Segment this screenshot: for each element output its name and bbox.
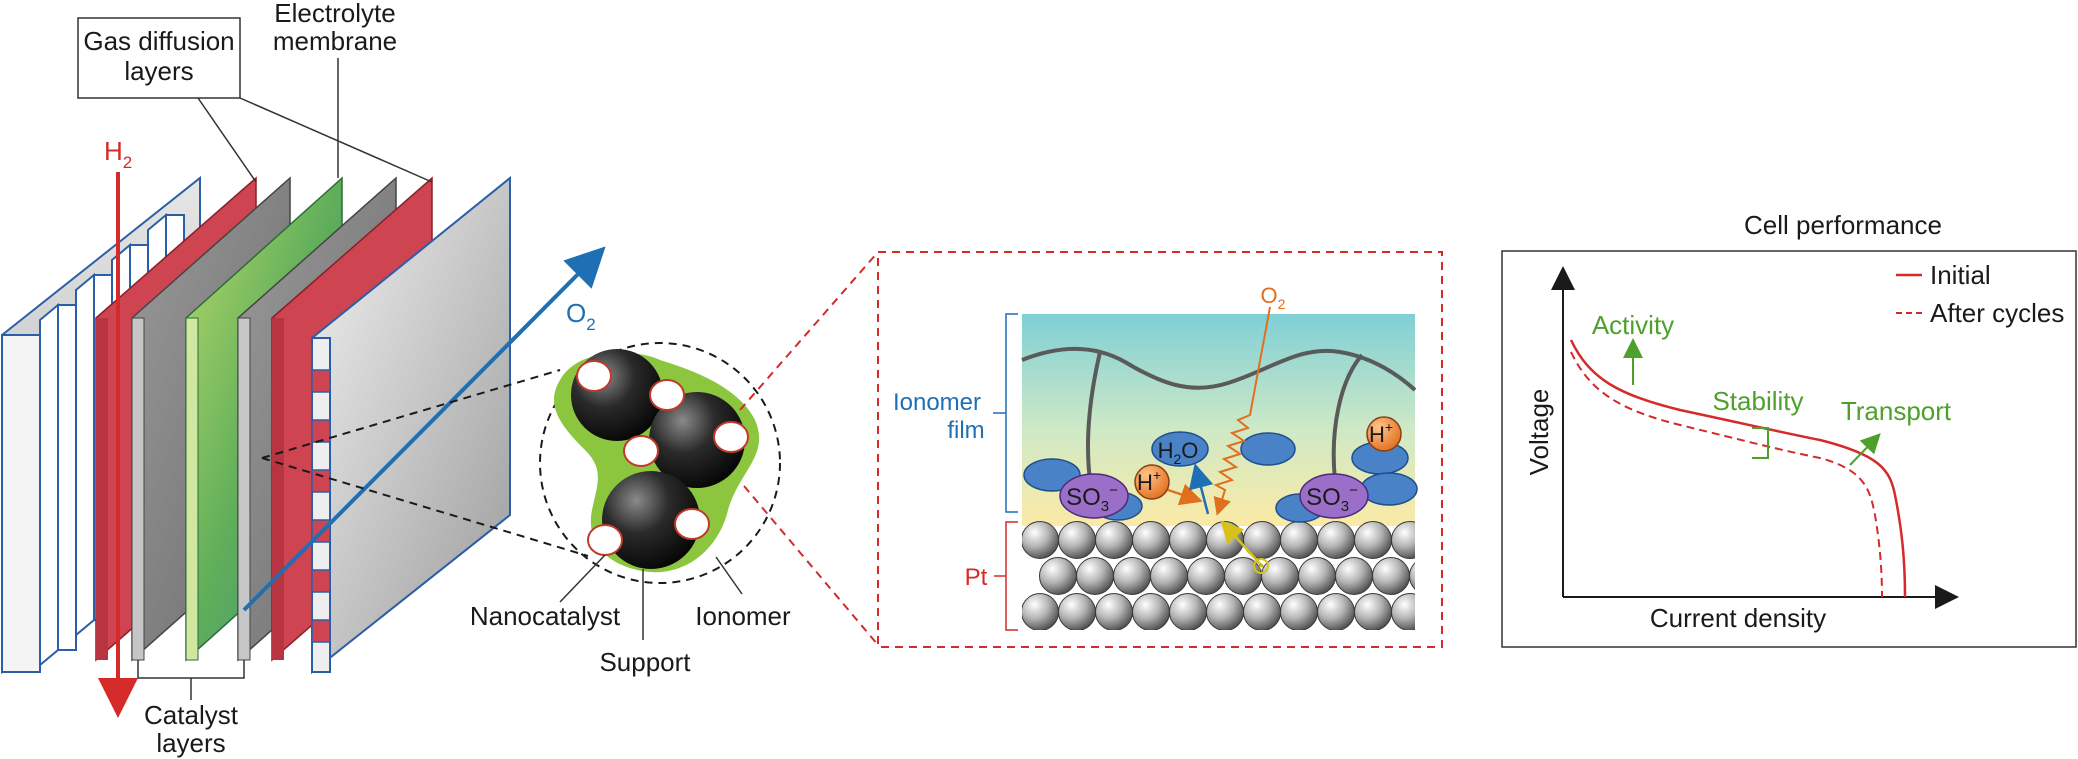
o2-flow-arrow xyxy=(242,246,606,612)
water-molecule xyxy=(1151,431,1209,467)
nanocatalyst-particle xyxy=(623,435,659,467)
pt-atom xyxy=(1224,557,1262,595)
catalyst-label-line2: layers xyxy=(156,728,225,758)
h2o-label: H2O xyxy=(1158,438,1199,467)
pt-atom xyxy=(1409,562,1415,590)
pt-atom xyxy=(1391,521,1415,559)
nanocatalyst-particle xyxy=(713,421,749,453)
legend-initial: Initial xyxy=(1930,260,1991,290)
y-axis-label: Voltage xyxy=(1524,389,1554,476)
gdl-label-line2: layers xyxy=(124,56,193,86)
gdl-label-line1: Gas diffusion xyxy=(83,26,234,56)
interface-zoom-box xyxy=(877,251,1443,648)
pt-atom xyxy=(1280,521,1318,559)
pt-atom xyxy=(1169,521,1207,559)
cell-performance-panel: Cell performance Voltage Current density… xyxy=(1501,210,2077,648)
pt-atom xyxy=(1298,557,1336,595)
catalyst-particle: Nanocatalyst Support Ionomer xyxy=(470,251,879,677)
catalyst-layers-bracket xyxy=(137,660,245,679)
pt-atom xyxy=(1280,593,1318,630)
pt-atom xyxy=(1095,521,1133,559)
curve-after-cycles xyxy=(1570,351,1883,598)
pt-atom xyxy=(1132,521,1170,559)
gdl-label-box xyxy=(77,17,241,99)
pt-atom xyxy=(1317,593,1355,630)
pt-atom xyxy=(1391,593,1415,630)
pt-atom xyxy=(1076,557,1114,595)
nanocatalyst-particle xyxy=(649,379,685,411)
h2-label: H2 xyxy=(104,136,132,172)
activity-annotation: Activity xyxy=(1592,310,1674,340)
o2-path xyxy=(1213,306,1271,516)
stability-annotation: Stability xyxy=(1712,386,1803,416)
pt-surface xyxy=(1022,521,1415,630)
legend-after-cycles: After cycles xyxy=(1930,298,2064,328)
hplus-label: H+ xyxy=(1369,419,1393,447)
membrane-label-line2: membrane xyxy=(273,26,397,56)
electron-label: e xyxy=(1258,561,1264,573)
pt-label: Pt xyxy=(965,564,988,591)
pt-atom xyxy=(1132,593,1170,630)
o2-interface-label: O2 xyxy=(1261,283,1286,312)
pt-atom xyxy=(1150,557,1188,595)
membrane-label-line1: Electrolyte xyxy=(274,0,395,28)
nanocatalyst-particle xyxy=(576,360,612,392)
so3-label: SO3− xyxy=(1306,482,1358,515)
pt-atom xyxy=(1058,593,1096,630)
pt-atom xyxy=(1354,521,1392,559)
pt-atom xyxy=(1187,557,1225,595)
pt-atom xyxy=(1095,593,1133,630)
pt-atom xyxy=(1022,593,1059,630)
cathode-gas-diffusion-layer xyxy=(311,175,511,675)
o2-label: O2 xyxy=(566,298,596,334)
pt-atom xyxy=(1058,521,1096,559)
support-particle-3 xyxy=(602,471,700,569)
electron xyxy=(1253,558,1269,574)
pt-atom xyxy=(1372,557,1410,595)
nanocatalyst-label: Nanocatalyst xyxy=(470,601,621,631)
pt-atom xyxy=(1243,593,1281,630)
pt-atom xyxy=(1335,557,1373,595)
ionomer-film-label-line1: Ionomer xyxy=(893,389,981,416)
proton xyxy=(1366,416,1402,452)
performance-frame xyxy=(1501,250,2077,648)
pt-atom xyxy=(1206,593,1244,630)
pt-atom xyxy=(1113,557,1151,595)
pt-atom xyxy=(1317,521,1355,559)
so3-label: SO3− xyxy=(1066,482,1118,515)
pt-atom xyxy=(1039,557,1077,595)
x-axis-label: Current density xyxy=(1650,603,1826,633)
catalyst-label-line1: Catalyst xyxy=(144,700,239,730)
pt-atom xyxy=(1169,593,1207,630)
proton xyxy=(1134,464,1170,500)
support-particle-2 xyxy=(649,392,745,488)
ionomer-film-bracket xyxy=(1005,313,1018,513)
performance-title: Cell performance xyxy=(1744,210,1942,240)
nanocatalyst-particle xyxy=(587,524,623,556)
ionomer-film-label-line2: film xyxy=(947,417,984,444)
ionomer-pt-interface: H2O SO3− SO3− H+ H+ O2 e Ionomer film Pt xyxy=(877,251,1443,648)
curve-initial xyxy=(1569,339,1907,598)
transport-annotation: Transport xyxy=(1841,396,1952,426)
pt-atom xyxy=(1354,593,1392,630)
ionomer-label: Ionomer xyxy=(695,601,791,631)
support-label: Support xyxy=(599,647,691,677)
particle-zoom-circle xyxy=(539,342,781,584)
sulfonate-group xyxy=(1299,473,1369,519)
pt-bracket xyxy=(1005,521,1018,631)
fuel-cell-stack: H2 O2 Gas diffusion layers Electrolyte m… xyxy=(0,0,606,758)
hplus-label: H+ xyxy=(1137,467,1161,495)
nanocatalyst-particle xyxy=(674,508,710,540)
pt-atom xyxy=(1022,521,1059,559)
sulfonate-group xyxy=(1059,473,1129,519)
